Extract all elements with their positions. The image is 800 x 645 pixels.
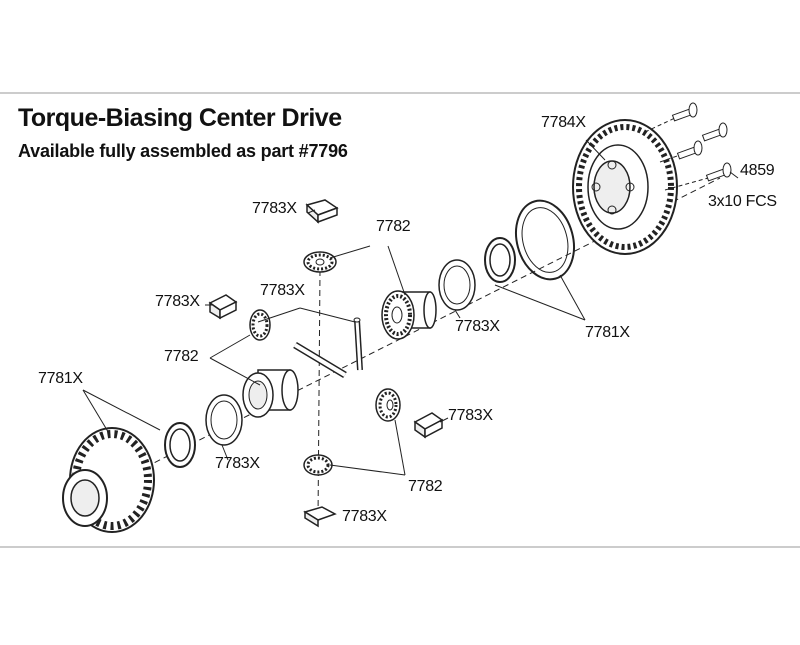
left-block (208, 294, 238, 320)
bottom-block (303, 506, 337, 528)
label-left-block: 7783X (155, 293, 200, 310)
right-small-gear (375, 388, 401, 422)
washer-right (438, 259, 476, 311)
right-bevel-gear (381, 290, 437, 340)
seal-ring-right (484, 237, 516, 283)
label-shaft: 7783X (260, 282, 305, 299)
long-shaft (293, 341, 347, 379)
screw-top (671, 102, 698, 122)
leader-lines (82, 139, 739, 476)
label-screw-part: 4859 (740, 162, 775, 179)
washer-left (205, 394, 243, 446)
spur-gear (572, 119, 678, 255)
diagram-subtitle: Available fully assembled as part #7796 (18, 141, 348, 161)
label-bottom-gear: 7782 (408, 478, 443, 495)
seal-ring-left (164, 422, 196, 468)
label-left-gear: 7782 (164, 348, 199, 365)
screw-4 (705, 162, 732, 182)
label-housing-right: 7781X (585, 324, 630, 341)
left-carrier (242, 369, 299, 418)
bottom-bevel-gear (303, 454, 333, 476)
top-bevel-gear (303, 251, 337, 273)
cross-pin (353, 317, 363, 371)
label-spur-gear: 7784X (541, 114, 586, 131)
label-top-block: 7783X (252, 200, 297, 217)
gasket-right (515, 199, 575, 281)
left-bevel-gear (249, 309, 271, 341)
top-block (305, 199, 339, 224)
label-screw-spec: 3x10 FCS (708, 193, 777, 210)
label-washer-left: 7783X (215, 455, 260, 472)
diagram-title: Torque-Biasing Center Drive (18, 104, 342, 132)
screw-2 (701, 122, 728, 142)
right-block (413, 412, 444, 439)
vertical-axis (317, 269, 321, 521)
label-right-block: 7783X (448, 407, 493, 424)
screw-3 (676, 140, 703, 160)
label-top-gear: 7782 (376, 218, 411, 235)
left-housing (62, 427, 155, 533)
label-left-housing: 7781X (38, 370, 83, 387)
label-bottom-block: 7783X (342, 508, 387, 525)
label-washer-right: 7783X (455, 318, 500, 335)
